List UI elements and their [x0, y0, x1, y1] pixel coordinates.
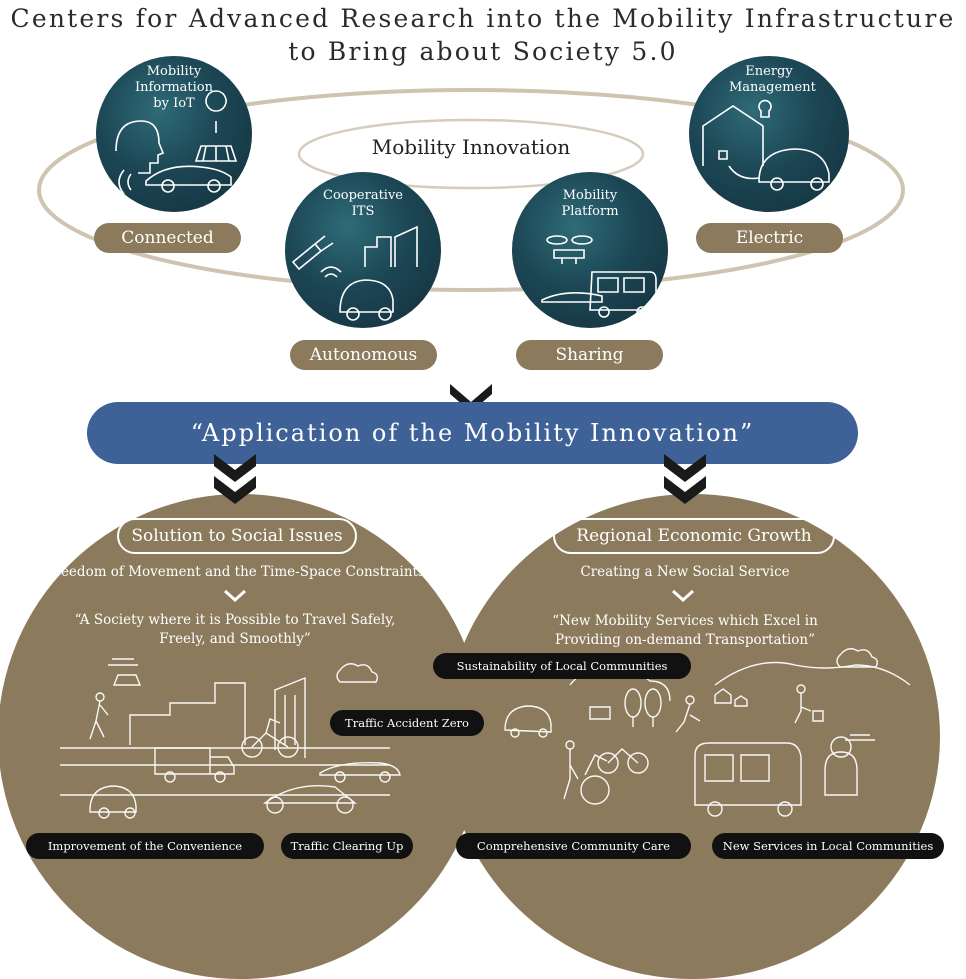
- electric-pill: Electric: [696, 223, 843, 253]
- right-heading: Regional Economic Growth: [553, 518, 835, 554]
- shuttle-drone-icon: [512, 172, 668, 328]
- iot-circle: Mobility Information by IoT: [96, 56, 252, 212]
- chevron-small-right-icon: [670, 588, 696, 606]
- energy-circle: Energy Management: [689, 56, 849, 212]
- left-heading: Solution to Social Issues: [117, 518, 357, 554]
- application-banner: “Application of the Mobility Innovation”: [87, 402, 858, 464]
- left-quote: “A Society where it is Possible to Trave…: [55, 611, 415, 649]
- sharing-pill: Sharing: [516, 340, 663, 370]
- tag-convenience: Improvement of the Convenience: [26, 833, 264, 859]
- left-subheading: Freedom of Movement and the Time-Space C…: [20, 563, 450, 582]
- house-ev-icon: [689, 56, 849, 212]
- right-subheading: Creating a New Social Service: [520, 563, 850, 582]
- double-chevron-right-icon: [660, 452, 710, 512]
- chevron-small-left-icon: [222, 588, 248, 606]
- tag-local-services: New Services in Local Communities: [712, 833, 944, 859]
- cits-circle: Cooperative ITS: [285, 172, 441, 328]
- connected-pill: Connected: [94, 223, 241, 253]
- platform-circle: Mobility Platform: [512, 172, 668, 328]
- mobility-innovation-label: Mobility Innovation: [330, 135, 612, 159]
- satellite-car-icon: [285, 172, 441, 328]
- tag-sustainability: Sustainability of Local Communities: [433, 653, 691, 679]
- tag-accident-zero: Traffic Accident Zero: [330, 710, 484, 736]
- city-traffic-illustration: [60, 645, 460, 830]
- autonomous-pill: Autonomous: [290, 340, 437, 370]
- iot-car-icon: [96, 56, 252, 212]
- tag-community-care: Comprehensive Community Care: [456, 833, 691, 859]
- double-chevron-left-icon: [210, 452, 260, 512]
- title-line-1: Centers for Advanced Research into the M…: [0, 0, 966, 37]
- tag-traffic-clearing: Traffic Clearing Up: [281, 833, 413, 859]
